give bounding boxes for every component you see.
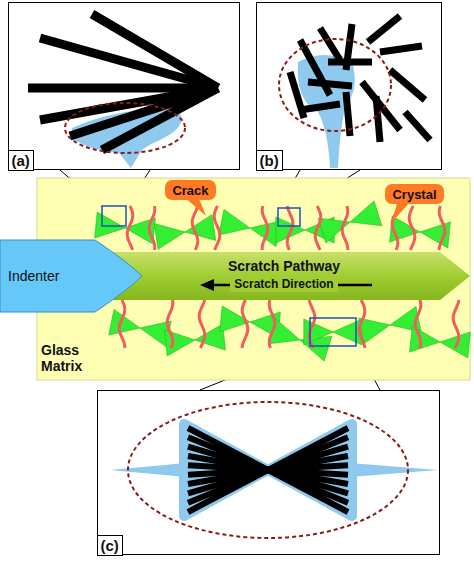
crack-line xyxy=(199,300,205,348)
crack-line xyxy=(127,206,133,250)
indenter-shape xyxy=(0,240,142,312)
glass-matrix-region: Glass Matrix Crack CrystalScratch PathwayS… xyxy=(37,178,470,380)
inset-panel: (a) xyxy=(8,2,240,170)
inset-panel: (b) xyxy=(256,2,442,170)
crystal-lobe xyxy=(154,224,185,250)
crystal-lobe xyxy=(350,201,382,226)
needle xyxy=(188,428,348,512)
needle xyxy=(188,428,348,512)
crystal-lobe xyxy=(410,326,440,352)
band-title: Scratch Pathway xyxy=(228,258,340,275)
dashed-ellipse xyxy=(65,103,185,153)
crack-line xyxy=(342,206,348,250)
crystal-lobe xyxy=(219,209,250,235)
inset-b-art xyxy=(279,16,430,168)
needle-fan xyxy=(28,14,218,150)
crack-line xyxy=(315,206,321,250)
crack-line xyxy=(359,300,365,348)
crack-line xyxy=(439,206,445,250)
callout-box: Crystal xyxy=(385,184,444,204)
crack-line xyxy=(287,206,293,250)
crack-line xyxy=(119,300,125,348)
dashed-ellipse xyxy=(279,39,391,131)
indenter-body: Indenter xyxy=(0,240,95,312)
direction-label: Scratch Direction xyxy=(230,276,337,292)
panel-label: (b) xyxy=(256,150,283,171)
crack-line xyxy=(269,300,275,348)
callout-box: Crack xyxy=(165,180,216,200)
dashed-ellipse xyxy=(128,402,408,538)
zoom-squares xyxy=(102,206,356,346)
crystal-lobe xyxy=(333,319,362,345)
crack-line xyxy=(453,300,459,348)
scratch-pathway-band: Scratch PathwayScratch Direction xyxy=(100,252,468,300)
amorphous-patch xyxy=(298,55,355,168)
inset-panel: (c) xyxy=(97,390,440,555)
panel-label: (a) xyxy=(8,150,34,171)
needle-bowtie xyxy=(188,428,348,512)
panel-label: (c) xyxy=(97,535,123,556)
crack-line xyxy=(167,300,173,348)
crack-spike xyxy=(110,463,186,477)
callout-text: Crack xyxy=(172,183,208,198)
crystal-lobe xyxy=(185,215,216,241)
amorphous-outline xyxy=(184,424,352,516)
crack-spike xyxy=(350,463,438,477)
crystal-lobe xyxy=(95,212,125,238)
crack-line xyxy=(214,206,220,250)
crack-line xyxy=(262,206,268,250)
crack-line xyxy=(149,206,155,250)
indenter-label: Indenter xyxy=(8,268,59,284)
region-label: Glass Matrix xyxy=(41,342,103,374)
callout-text: Crystal xyxy=(392,187,436,202)
crystal-lobe xyxy=(420,222,450,248)
crack-line xyxy=(409,206,415,250)
crack-line xyxy=(415,300,421,348)
inset-a-art xyxy=(28,14,218,168)
crystal-lobe xyxy=(304,319,333,345)
crack-line xyxy=(242,300,248,348)
random-needles xyxy=(290,16,430,142)
crystal-lobe xyxy=(165,330,195,356)
inset-c-art xyxy=(110,402,438,538)
crack-line xyxy=(192,206,198,250)
